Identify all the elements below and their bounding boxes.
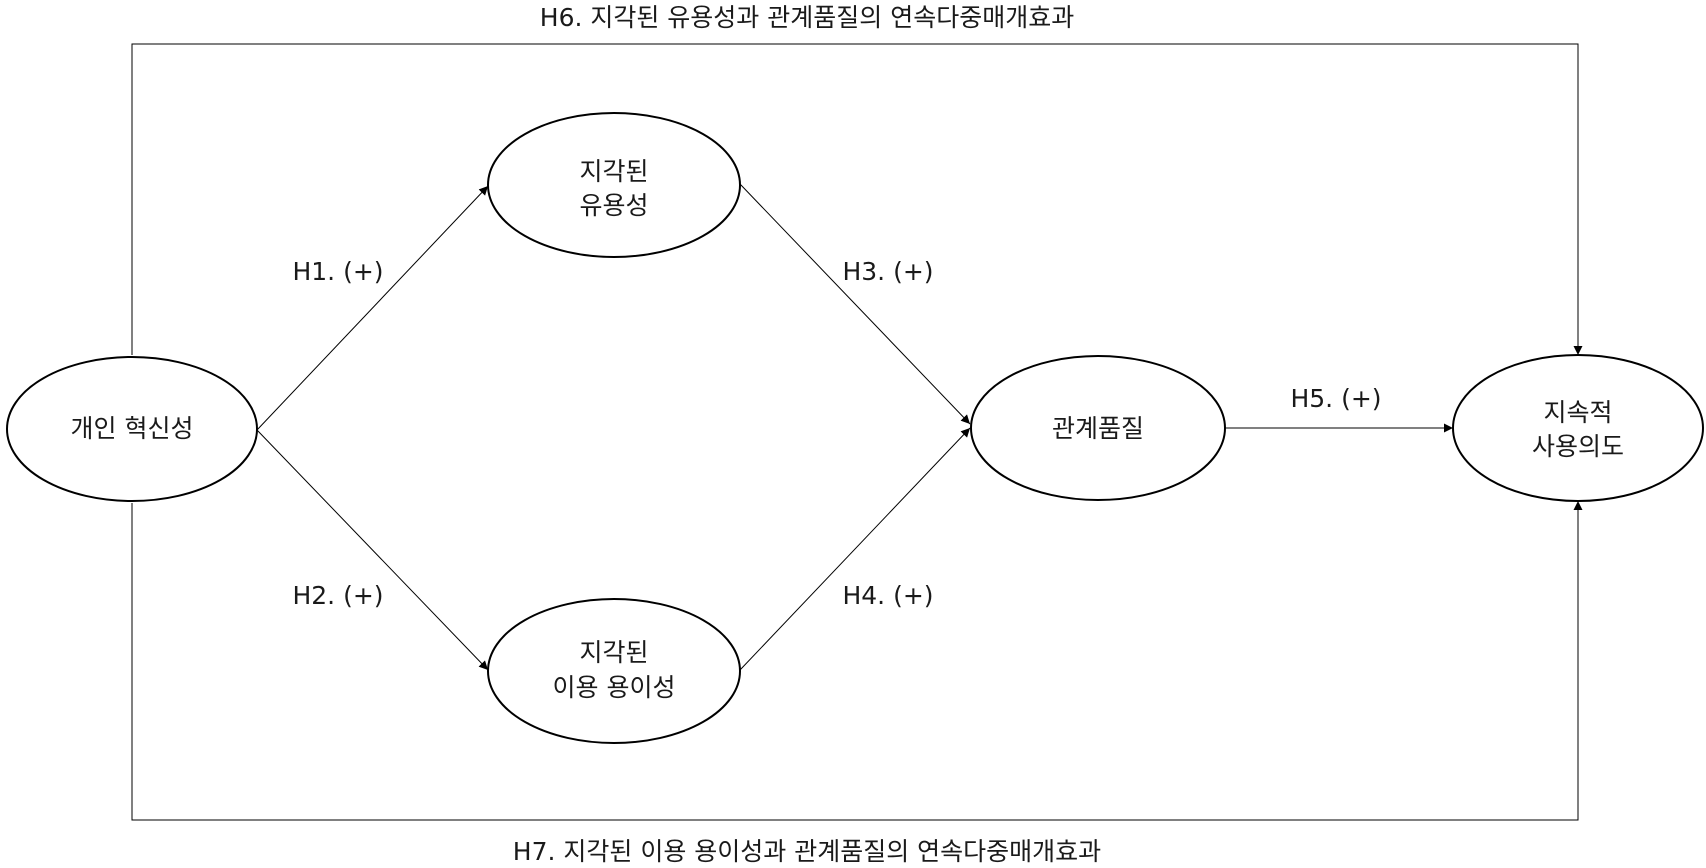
edge-h3-label: H3. (+) [842, 257, 933, 286]
node-continuance: 지속적 사용의도 [1452, 354, 1704, 502]
node-usefulness-label-line2: 유용성 [579, 191, 648, 220]
edge-h3 [739, 183, 971, 425]
node-usefulness: 지각된 유용성 [487, 112, 741, 258]
edge-h6-label: H6. 지각된 유용성과 관계품질의 연속다중매개효과 [540, 3, 1074, 32]
node-relationship-quality: 관계품질 [970, 355, 1226, 501]
edge-h5-label: H5. (+) [1290, 384, 1381, 413]
node-relationship-quality-label: 관계품질 [1052, 414, 1144, 443]
edge-h6 [131, 43, 1583, 355]
node-ease-of-use-label-line1: 지각된 [579, 638, 648, 667]
node-continuance-label-line2: 사용의도 [1532, 432, 1624, 461]
edge-h7-label: H7. 지각된 이용 용이성과 관계품질의 연속다중매개효과 [513, 837, 1101, 866]
node-innovativeness-label: 개인 혁신성 [71, 414, 194, 443]
node-usefulness-label-line1: 지각된 [579, 157, 648, 186]
edge-h4 [739, 427, 971, 671]
edge-h4-label: H4. (+) [842, 581, 933, 610]
node-continuance-label-line1: 지속적 [1543, 398, 1612, 427]
node-innovativeness: 개인 혁신성 [6, 356, 258, 502]
node-ease-of-use: 지각된 이용 용이성 [487, 598, 741, 744]
edge-h7 [131, 501, 1583, 821]
edge-h1-label: H1. (+) [292, 257, 383, 286]
node-ease-of-use-label-line2: 이용 용이성 [553, 673, 676, 702]
edge-h1 [256, 185, 489, 431]
edge-h2 [256, 429, 489, 671]
edge-h2-label: H2. (+) [292, 581, 383, 610]
